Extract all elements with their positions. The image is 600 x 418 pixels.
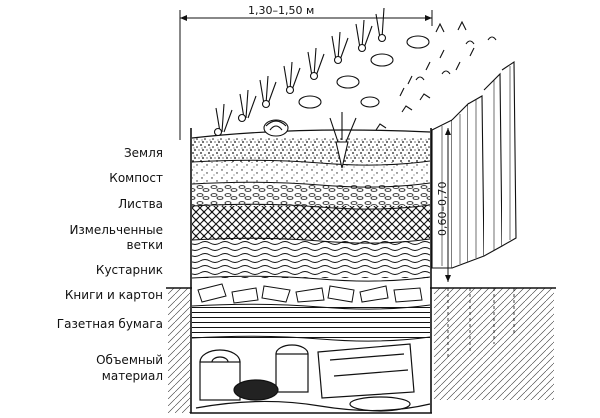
arrow-up-icon [445, 128, 451, 135]
lettuce-heads [298, 35, 430, 109]
label-compost: Компост [109, 171, 163, 185]
layer-newspaper [192, 306, 430, 338]
layer-leaves [192, 184, 430, 206]
small-seedlings [375, 20, 497, 131]
layer-compost [192, 162, 430, 184]
label-newspaper: Газетная бумага [57, 317, 163, 331]
label-leaves: Листва [118, 197, 163, 211]
width-dimension-label: 1,30–1,50 м [248, 4, 314, 17]
label-soil: Земля [124, 146, 163, 160]
carrot-plant [329, 112, 357, 169]
width-dimension: 1,30–1,50 м [179, 4, 433, 140]
arrow-down-icon [445, 275, 451, 282]
label-branches-line1: Измельченные [69, 223, 163, 237]
label-books: Книги и картон [65, 288, 163, 302]
corrugated-panel [431, 60, 517, 360]
arrow-left-icon [180, 15, 187, 21]
layer-labels: Земля Компост Листва Измельченные ветки … [57, 146, 163, 383]
layer-soil [192, 138, 430, 162]
layer-shrubs [192, 240, 430, 278]
depth-dimension: 0,60–0,70 [436, 128, 451, 282]
layer-branches [192, 206, 430, 240]
ground-hatch-left [168, 288, 190, 413]
cabbage-plant [263, 119, 289, 137]
logs-and-stumps [195, 343, 431, 412]
label-bulk-line2: материал [102, 369, 163, 383]
layers [190, 128, 432, 413]
onion-sprouts-row [215, 7, 385, 133]
label-shrubs: Кустарник [96, 263, 163, 277]
arrow-right-icon [425, 15, 432, 21]
bulb-plants [213, 33, 387, 137]
depth-dimension-label: 0,60–0,70 [436, 182, 449, 236]
label-branches-line2: ветки [127, 238, 164, 252]
plants [191, 7, 497, 169]
label-bulk-line1: Объемный [96, 353, 163, 367]
books-and-cardboard [197, 283, 423, 304]
